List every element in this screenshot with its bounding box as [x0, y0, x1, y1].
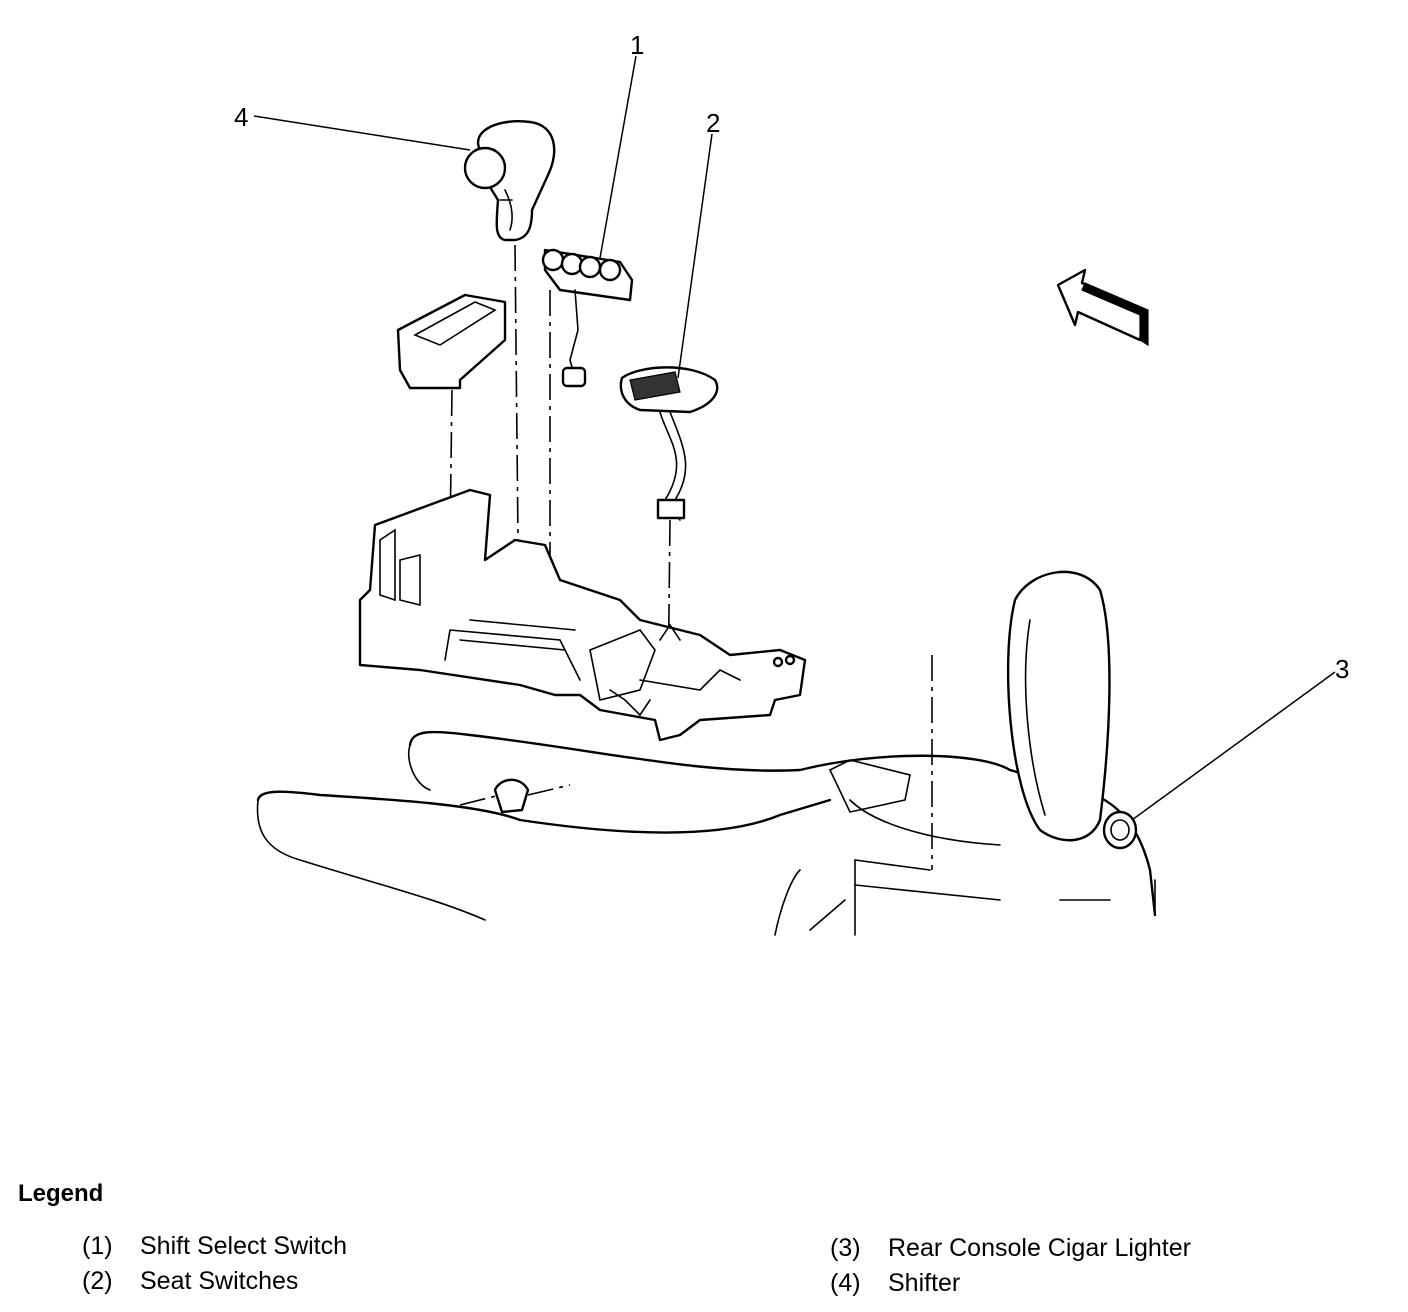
seat-switches: [619, 366, 719, 521]
legend-num-2: (2): [82, 1267, 113, 1295]
front-console: [358, 488, 807, 742]
rear-console: [256, 730, 1157, 936]
seat-back: [1006, 570, 1111, 842]
legend-num-1: (1): [82, 1232, 113, 1260]
callout-4-leader: [253, 115, 471, 151]
console-insert: [396, 293, 507, 390]
cigar-lighter: [1102, 810, 1138, 850]
shift-select-switch: [541, 248, 634, 388]
shifter-guide-line: [514, 244, 519, 541]
legend-item-1: (1) Shift Select Switch: [82, 1232, 347, 1261]
legend-item-3: (3) Rear Console Cigar Lighter: [830, 1234, 1191, 1263]
callout-3-leader: [1131, 671, 1336, 821]
callout-1-leader: [599, 55, 637, 259]
callout-2-leader: [677, 133, 713, 379]
direction-arrow-icon: [1056, 268, 1149, 347]
callout-3: 3: [1335, 654, 1349, 684]
legend-label-1: Shift Select Switch: [140, 1232, 348, 1260]
callout-2: 2: [706, 108, 720, 138]
shifter-knob: [463, 120, 556, 242]
legend-title: Legend: [18, 1180, 104, 1207]
legend-num-3: (3): [830, 1234, 861, 1262]
legend-num-4: (4): [830, 1269, 861, 1297]
legend-label-3: Rear Console Cigar Lighter: [888, 1234, 1191, 1262]
callout-4: 4: [234, 102, 248, 132]
console-exploded-diagram: 1 2 3 4: [234, 30, 1349, 936]
legend-label-2: Seat Switches: [140, 1267, 299, 1295]
callout-1: 1: [630, 30, 644, 60]
legend-item-2: (2) Seat Switches: [82, 1267, 298, 1296]
legend-label-4: Shifter: [888, 1269, 961, 1297]
insert-guide-line: [449, 389, 453, 541]
legend-item-4: (4) Shifter: [830, 1269, 960, 1298]
